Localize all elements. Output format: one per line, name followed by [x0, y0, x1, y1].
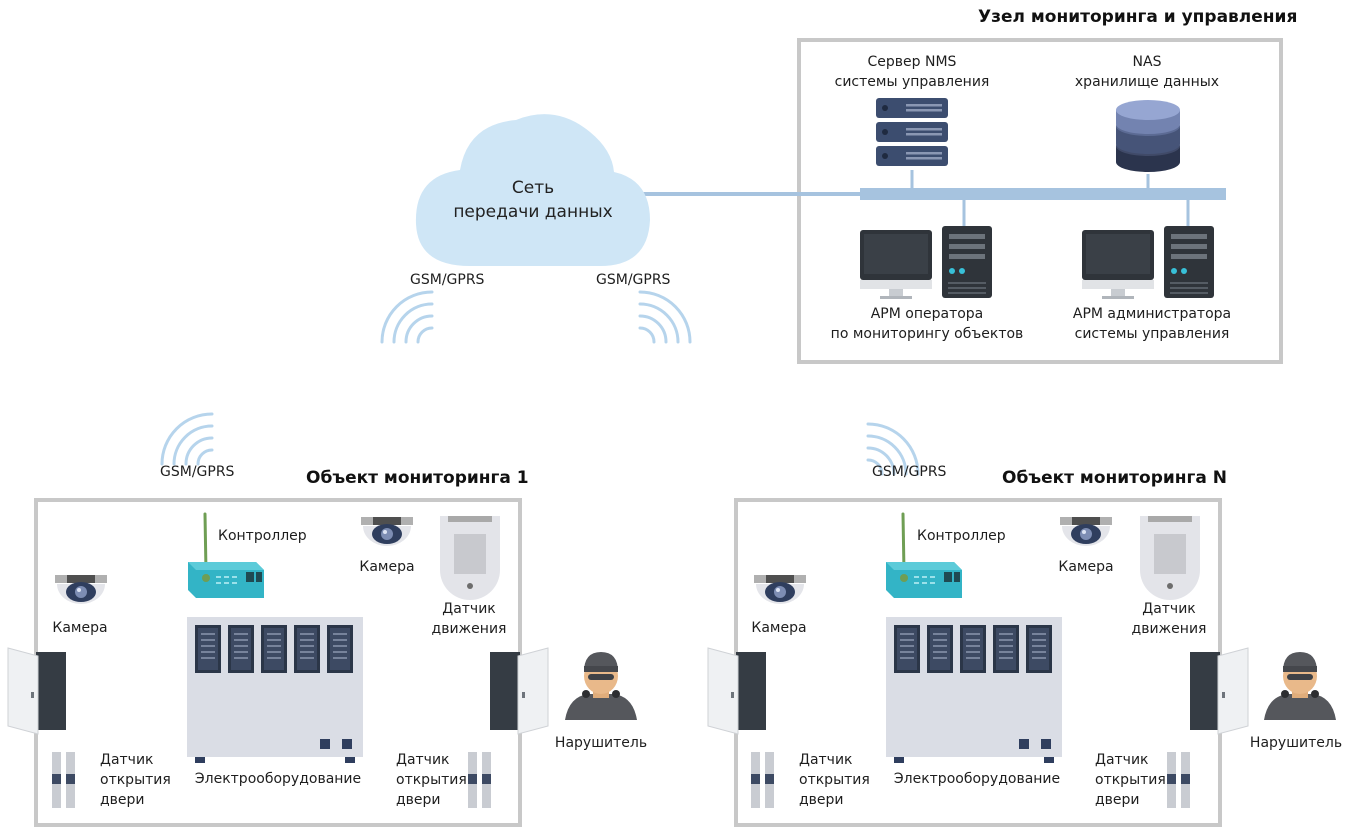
site1-intruder-icon — [565, 652, 637, 720]
siteN-cabinet-icon — [886, 617, 1062, 763]
site1-camera-left-icon — [55, 575, 107, 604]
siteN-equipment-label: Электрооборудование — [893, 771, 1061, 787]
admin-workstation-icon — [1082, 226, 1214, 299]
site1-equipment-label: Электрооборудование — [194, 771, 362, 787]
site1-motion-sensor-icon — [440, 516, 500, 600]
cloud-icon — [415, 114, 650, 266]
site1-door-sensor-left-icon — [52, 752, 75, 808]
site1-waves-icon — [160, 412, 214, 466]
siteN-camera-top-icon — [1060, 517, 1112, 546]
siteN-door-left-icon — [707, 647, 767, 735]
cloud-gsm-right-label: GSM/GPRS — [596, 272, 671, 288]
siteN-controller-label: Контроллер — [917, 528, 1006, 544]
site1-door-sensor-right-icon — [468, 752, 491, 808]
nms-server-icon — [876, 98, 948, 166]
site1-controller-label: Контроллер — [218, 528, 307, 544]
site1-door-left-icon — [7, 647, 67, 735]
site1-gsm-label: GSM/GPRS — [160, 464, 235, 480]
site1-title: Объект мониторинга 1 — [306, 468, 529, 488]
cloud-right-waves-icon — [638, 290, 692, 344]
site1-camera-left-label: Камера — [52, 620, 108, 636]
site1-camera-top-icon — [361, 517, 413, 546]
siteN-camera-top-label: Камера — [1058, 559, 1114, 575]
siteN-door-sensor-left-icon — [751, 752, 774, 808]
hub-title: Узел мониторинга и управления — [978, 7, 1298, 27]
siteN-camera-left-icon — [754, 575, 806, 604]
siteN-door-right-icon — [1189, 647, 1249, 735]
cloud-gsm-left-label: GSM/GPRS — [410, 272, 485, 288]
nas-storage-icon — [1116, 100, 1180, 172]
lan-bus — [860, 188, 1226, 200]
siteN-intruder-icon — [1264, 652, 1336, 720]
cloud-left-waves-icon — [380, 290, 434, 344]
siteN-intruder-label: Нарушитель — [1249, 735, 1343, 751]
siteN-gsm-label: GSM/GPRS — [872, 464, 947, 480]
site1-intruder-label: Нарушитель — [554, 735, 648, 751]
operator-workstation-icon — [860, 226, 992, 299]
siteN-motion-sensor-icon — [1140, 516, 1200, 600]
siteN-camera-left-label: Камера — [751, 620, 807, 636]
hub-frame — [797, 38, 1283, 364]
site1-cabinet-icon — [187, 617, 363, 763]
siteN-door-sensor-right-icon — [1167, 752, 1190, 808]
site1-camera-top-label: Камера — [359, 559, 415, 575]
site1-door-right-icon — [489, 647, 549, 735]
siteN-title: Объект мониторинга N — [1002, 468, 1228, 488]
